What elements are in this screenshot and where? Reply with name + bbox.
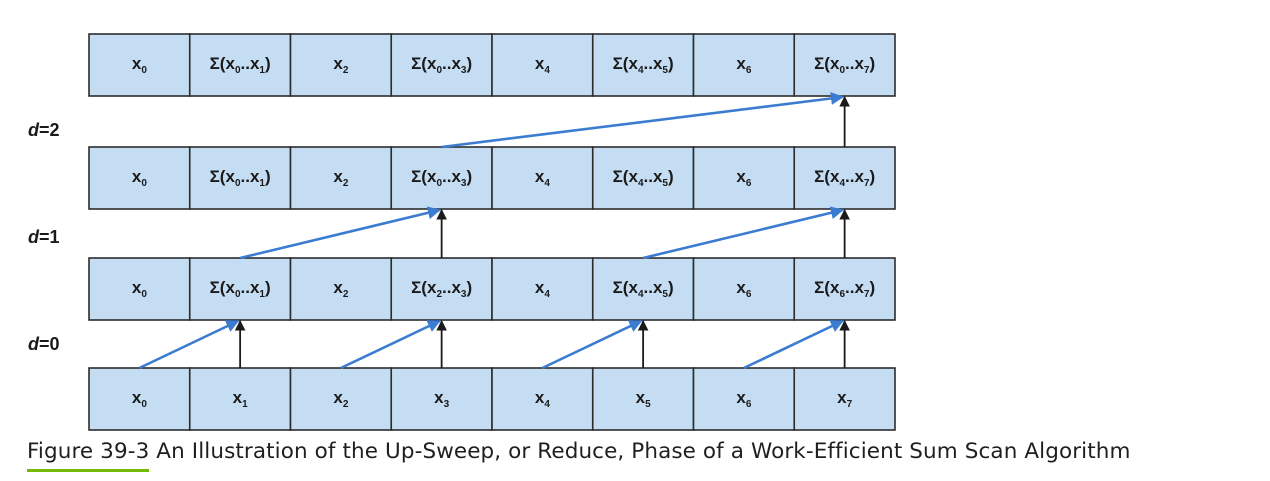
cell-label: x6 — [736, 54, 751, 75]
cell-label: x2 — [333, 388, 348, 409]
cell — [793, 367, 896, 431]
cell — [692, 257, 796, 321]
cell — [188, 257, 292, 321]
figure-caption: Figure 39-3 An Illustration of the Up-Sw… — [27, 439, 1131, 472]
cell — [591, 33, 695, 97]
cell — [289, 257, 393, 321]
blue-sum-arrow — [138, 319, 240, 370]
cell — [289, 146, 393, 210]
level-label-d2: d=2 — [28, 120, 60, 140]
cell — [390, 33, 493, 97]
cell — [88, 257, 191, 321]
cell-label: x6 — [736, 278, 751, 299]
figure-caption-text: An Illustration of the Up-Sweep, or Redu… — [149, 439, 1131, 464]
row-1: x0 Σ(x0..x1) x2 Σ(x0..x3) x4 Σ(x4..x5) x6 Σ(x4.… — [88, 146, 896, 210]
cell-label: Σ(x4..x5) — [613, 54, 674, 75]
cell-label: Σ(x0..x1) — [210, 54, 271, 75]
cell-label: x6 — [736, 388, 751, 409]
cell — [88, 367, 191, 431]
level-label-d1: d=1 — [28, 227, 60, 247]
cell-label: Σ(x0..x7) — [814, 54, 875, 75]
cell-label: Σ(x4..x5) — [613, 167, 674, 188]
cell-label: Σ(x6..x7) — [814, 278, 875, 299]
row-3: x0 x1 x2 x3 x4 x5 x6 x7 — [88, 367, 896, 431]
row-2: x0 Σ(x0..x1) x2 Σ(x2..x3) x4 Σ(x4..x5) x6 Σ(x6.… — [88, 257, 896, 321]
row-0: x0 Σ(x0..x1) x2 Σ(x0..x3) x4 Σ(x4..x5) x6 Σ(x0.… — [88, 33, 896, 97]
cell — [491, 33, 594, 97]
cell-label: Σ(x0..x3) — [411, 167, 472, 188]
cell-label: x5 — [636, 388, 651, 409]
cell-label: Σ(x0..x3) — [411, 54, 472, 75]
cell — [793, 33, 896, 97]
cell-label: x4 — [535, 388, 550, 409]
cell-label: x3 — [434, 388, 449, 409]
cell-label: x2 — [333, 54, 348, 75]
cell-label: x7 — [837, 388, 852, 409]
cell-label: x4 — [535, 54, 550, 75]
blue-sum-arrow — [340, 319, 441, 370]
blue-sum-arrow — [239, 206, 441, 260]
cell-label: x0 — [132, 278, 147, 299]
figure-number: Figure 39-3 — [27, 439, 150, 472]
cell-label: x6 — [736, 167, 751, 188]
cell-label: x2 — [333, 278, 348, 299]
cell-label: x1 — [233, 388, 248, 409]
cell — [591, 146, 695, 210]
level-labels: d=2 d=1 d=0 — [28, 120, 60, 354]
cell-label: x0 — [132, 167, 147, 188]
cell-label: Σ(x0..x1) — [210, 278, 271, 299]
cell — [88, 33, 191, 97]
cell — [692, 146, 796, 210]
cell-label: Σ(x4..x7) — [814, 167, 875, 188]
cell — [692, 33, 796, 97]
cell — [591, 367, 695, 431]
blue-sum-arrow — [642, 206, 844, 260]
cell — [491, 257, 594, 321]
arrows-layer — [138, 91, 851, 370]
cell — [289, 33, 393, 97]
cell-label: x0 — [132, 388, 147, 409]
blue-sum-arrow — [441, 91, 844, 149]
cell-label: Σ(x4..x5) — [613, 278, 674, 299]
cell — [491, 146, 594, 210]
cell-label: x2 — [333, 167, 348, 188]
cell-label: x0 — [132, 54, 147, 75]
cell-label: x4 — [535, 278, 550, 299]
level-label-d0: d=0 — [28, 334, 60, 354]
cell — [188, 33, 292, 97]
cell — [793, 257, 896, 321]
cell-label: Σ(x0..x1) — [210, 167, 271, 188]
blue-sum-arrow — [541, 319, 643, 370]
cell-label: x4 — [535, 167, 550, 188]
blue-sum-arrow — [743, 319, 844, 370]
cell-label: Σ(x2..x3) — [411, 278, 472, 299]
cell — [390, 367, 493, 431]
